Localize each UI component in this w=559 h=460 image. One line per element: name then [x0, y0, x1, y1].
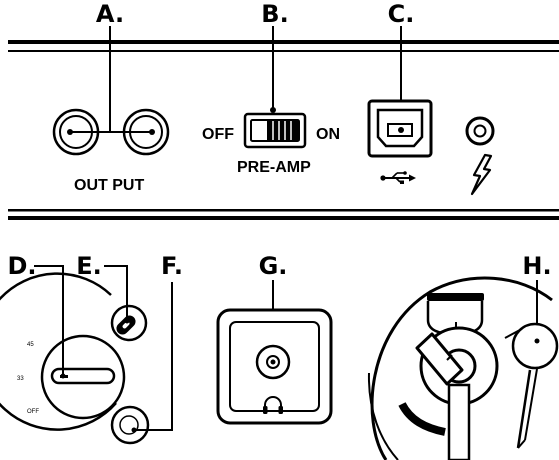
output-label: OUT PUT: [74, 177, 144, 194]
output-jack-left-pin: [67, 129, 73, 135]
preamp-off-label: OFF: [202, 126, 234, 143]
callout-d: D.: [7, 252, 36, 280]
rear-panel-top-rail: [8, 40, 559, 52]
dc-power-jack: [465, 116, 495, 146]
output-jack-right-pin: [149, 129, 155, 135]
speed-label-45: 45: [27, 342, 34, 348]
rear-panel-bottom-rail: [8, 209, 559, 220]
leader-dot-d: [60, 373, 66, 379]
callout-c: C.: [388, 0, 415, 28]
usb-symbol-icon: [380, 171, 416, 184]
leader-line-d: [34, 265, 64, 376]
callout-e: E.: [76, 252, 102, 280]
callout-a: A.: [96, 0, 124, 28]
speed-label-33: 33: [17, 376, 24, 382]
leader-dot-h: [534, 338, 540, 344]
preamp-on-label: ON: [316, 126, 340, 143]
speed-selector-knob-grip: [50, 367, 116, 385]
speed-label-off: OFF: [27, 409, 39, 415]
callout-g: G.: [259, 252, 288, 280]
leader-dot-g: [270, 359, 276, 365]
preamp-switch: [243, 112, 307, 149]
leader-dot-b: [270, 107, 276, 113]
leader-line-e: [104, 265, 128, 321]
callout-f: F.: [161, 252, 183, 280]
leader-dot-f: [131, 427, 137, 433]
lightning-bolt-icon: [470, 153, 493, 196]
tonearm-lift-knob: [511, 322, 559, 370]
headphones-icon: [263, 396, 283, 414]
leader-dot-e: [124, 318, 130, 324]
preamp-label: PRE-AMP: [237, 159, 311, 176]
leader-dot-c: [398, 127, 404, 133]
tonearm-area: [367, 276, 553, 460]
callout-b: B.: [261, 0, 288, 28]
callout-h: H.: [522, 252, 551, 280]
leader-line-f: [134, 282, 173, 431]
